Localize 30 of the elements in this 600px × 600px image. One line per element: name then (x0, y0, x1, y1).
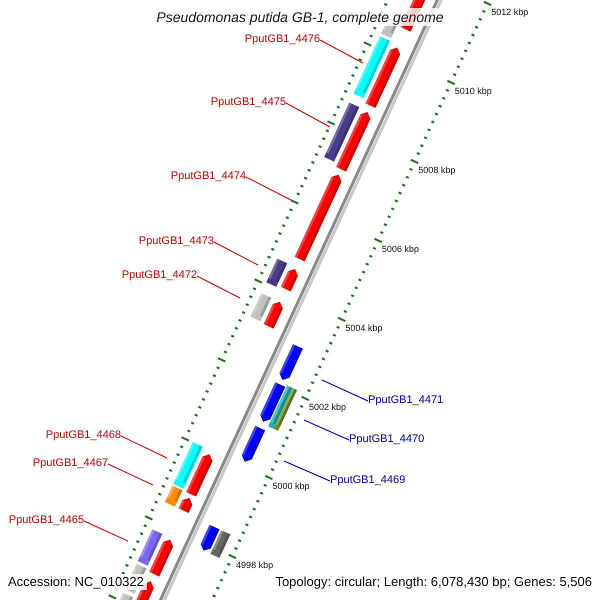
gene-label: PputGB1_4475 (210, 96, 286, 109)
scale-label: 5000 kbp (272, 480, 310, 493)
scale-label: 5010 kbp (454, 84, 492, 98)
gene-label: PputGB1_4470 (349, 433, 424, 446)
scale-label: 5008 kbp (418, 164, 456, 177)
gene-label: PputGB1_4472 (122, 269, 197, 282)
leader-line (84, 520, 128, 542)
gene-label: PputGB1_4474 (170, 170, 246, 183)
leader-line (320, 40, 364, 64)
gene-label: PputGB1_4469 (330, 474, 406, 487)
scale-label: 5004 kbp (345, 322, 382, 335)
leader-line (284, 460, 330, 482)
leader-line (120, 436, 168, 458)
gene-label: PputGB1_4471 (368, 394, 444, 407)
scale-label: 5006 kbp (382, 242, 419, 256)
scale-label: 5012 kbp (491, 6, 528, 19)
gene-label: PputGB1_4476 (244, 33, 320, 46)
gene-label: PputGB1_4473 (138, 235, 214, 248)
scale-label: 5002 kbp (308, 400, 346, 414)
scale-label: 4998 kbp (236, 558, 274, 572)
gene-label: PputGB1_4468 (46, 429, 121, 442)
leader-line (246, 176, 292, 200)
leader-line (196, 276, 240, 298)
leader-line (108, 464, 154, 486)
leader-line (304, 420, 350, 440)
leader-line (322, 380, 368, 402)
leader-line (286, 102, 330, 128)
gene-label: PputGB1_4465 (8, 514, 84, 527)
gene-label: PputGB1_4467 (32, 457, 108, 470)
leader-line (214, 242, 258, 266)
